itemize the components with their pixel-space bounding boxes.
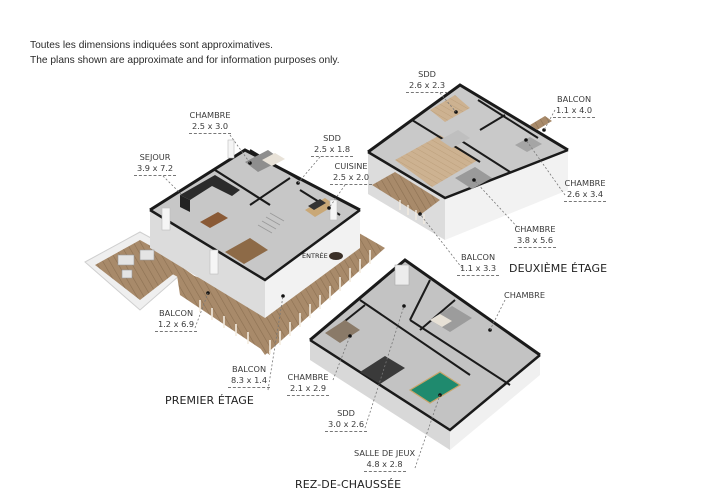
label-premier-balcon-front: BALCON 8.3 x 1.4 xyxy=(228,364,271,388)
floor-title-rdc: REZ-DE-CHAUSSÉE xyxy=(295,478,402,491)
room-dimensions: 3.8 x 5.6 xyxy=(514,235,557,248)
room-dimensions: 2.5 x 3.0 xyxy=(189,121,232,134)
label-deuxieme-balcon-bottom: BALCON 1.1 x 3.3 xyxy=(457,252,500,276)
premier-etage-plan xyxy=(84,134,385,391)
room-dimensions: 2.6 x 2.3 xyxy=(406,80,449,93)
room-name: SDD xyxy=(418,69,436,79)
room-name: CHAMBRE xyxy=(189,110,231,120)
room-name: CHAMBRE xyxy=(504,290,546,300)
room-name: CHAMBRE xyxy=(514,224,556,234)
room-dimensions: 1.2 x 6.9 xyxy=(155,319,198,332)
room-dimensions: 3.0 x 2.6 xyxy=(325,419,368,432)
floor-title-deuxieme: DEUXIÈME ÉTAGE xyxy=(509,262,608,275)
label-deuxieme-balcon-top: BALCON 1.1 x 4.0 xyxy=(553,94,596,118)
label-rdc-chambre-large: CHAMBRE xyxy=(504,290,545,301)
room-name: SALLE DE JEUX xyxy=(354,448,416,458)
room-dimensions: 2.1 x 2.9 xyxy=(287,383,330,396)
label-deuxieme-chambre-large: CHAMBRE 3.8 x 5.6 xyxy=(514,224,557,248)
room-dimensions: 8.3 x 1.4 xyxy=(228,375,271,388)
floor-title-premier: PREMIER ÉTAGE xyxy=(165,394,254,407)
room-dimensions: 4.8 x 2.8 xyxy=(363,459,406,472)
label-premier-chambre: CHAMBRE 2.5 x 3.0 xyxy=(189,110,232,134)
label-entree: ENTRÉE xyxy=(302,252,328,260)
deuxieme-etage-plan xyxy=(367,83,569,269)
label-premier-cuisine: CUISINE 2.5 x 2.0 xyxy=(330,161,373,185)
room-name: CUISINE xyxy=(334,161,368,171)
room-name: BALCON xyxy=(232,364,267,374)
room-name: SEJOUR xyxy=(139,152,171,162)
room-name: BALCON xyxy=(557,94,592,104)
room-name: CHAMBRE xyxy=(287,372,329,382)
disclaimer-french: Toutes les dimensions indiquées sont app… xyxy=(30,40,273,51)
label-rdc-sdd: SDD 3.0 x 2.6 xyxy=(325,408,368,432)
disclaimer-english: The plans shown are approximate and for … xyxy=(30,55,340,66)
label-rdc-chambre-small: CHAMBRE 2.1 x 2.9 xyxy=(287,372,330,396)
label-premier-sejour: SEJOUR 3.9 x 7.2 xyxy=(134,152,177,176)
room-name: CHAMBRE xyxy=(564,178,606,188)
label-deuxieme-chambre-small: CHAMBRE 2.6 x 3.4 xyxy=(564,178,607,202)
room-dimensions: 3.9 x 7.2 xyxy=(134,163,177,176)
rez-de-chaussee-plan xyxy=(309,258,541,469)
room-dimensions: 2.5 x 2.0 xyxy=(330,172,373,185)
room-name: BALCON xyxy=(159,308,194,318)
room-name: BALCON xyxy=(461,252,496,262)
room-name: SDD xyxy=(337,408,355,418)
label-premier-balcon-left: BALCON 1.2 x 6.9 xyxy=(155,308,198,332)
room-dimensions: 2.6 x 3.4 xyxy=(564,189,607,202)
label-rdc-salle-de-jeux: SALLE DE JEUX 4.8 x 2.8 xyxy=(354,448,415,472)
label-premier-sdd: SDD 2.5 x 1.8 xyxy=(311,133,354,157)
disclaimer: Toutes les dimensions indiquées sont app… xyxy=(30,38,340,68)
room-dimensions: 1.1 x 3.3 xyxy=(457,263,500,276)
room-name: SDD xyxy=(323,133,341,143)
room-dimensions: 1.1 x 4.0 xyxy=(553,105,596,118)
room-dimensions: 2.5 x 1.8 xyxy=(311,144,354,157)
label-deuxieme-sdd: SDD 2.6 x 2.3 xyxy=(406,69,449,93)
